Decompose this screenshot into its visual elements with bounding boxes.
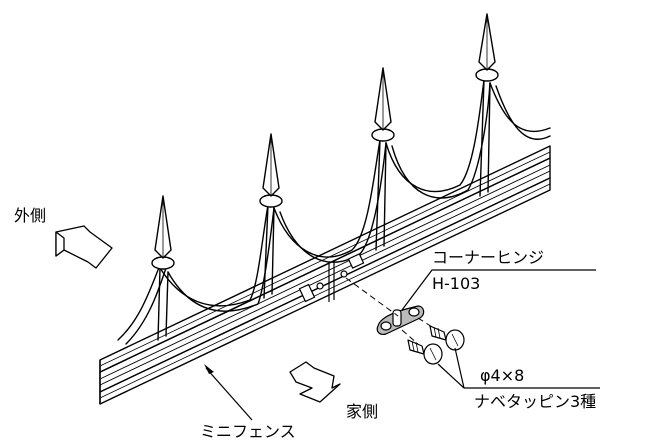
spike-4 bbox=[475, 13, 499, 82]
outside-label: 外側 bbox=[14, 206, 47, 225]
mini-fence-label: ミニフェンス bbox=[200, 422, 296, 441]
hinge-name-label: コーナーヒンジ bbox=[432, 248, 545, 267]
spike-1 bbox=[151, 195, 175, 270]
house-side-label: 家側 bbox=[346, 402, 379, 421]
spike-3 bbox=[371, 67, 395, 142]
corner-hinge-part bbox=[376, 305, 425, 335]
rail-joint bbox=[298, 253, 365, 303]
house-direction-arrow bbox=[289, 361, 341, 403]
fence-leader-arrowhead bbox=[204, 364, 214, 374]
mini-fence-rail bbox=[99, 145, 551, 405]
tapping-screw-2 bbox=[407, 339, 443, 365]
screw-size-label: φ4×8 bbox=[480, 366, 525, 385]
spike-2 bbox=[259, 133, 283, 208]
hinge-code-label: H-103 bbox=[432, 274, 481, 293]
screw-type-label: ナベタッピン3種 bbox=[474, 392, 597, 411]
outside-direction-arrow bbox=[55, 225, 113, 269]
leader-lines bbox=[205, 269, 600, 421]
